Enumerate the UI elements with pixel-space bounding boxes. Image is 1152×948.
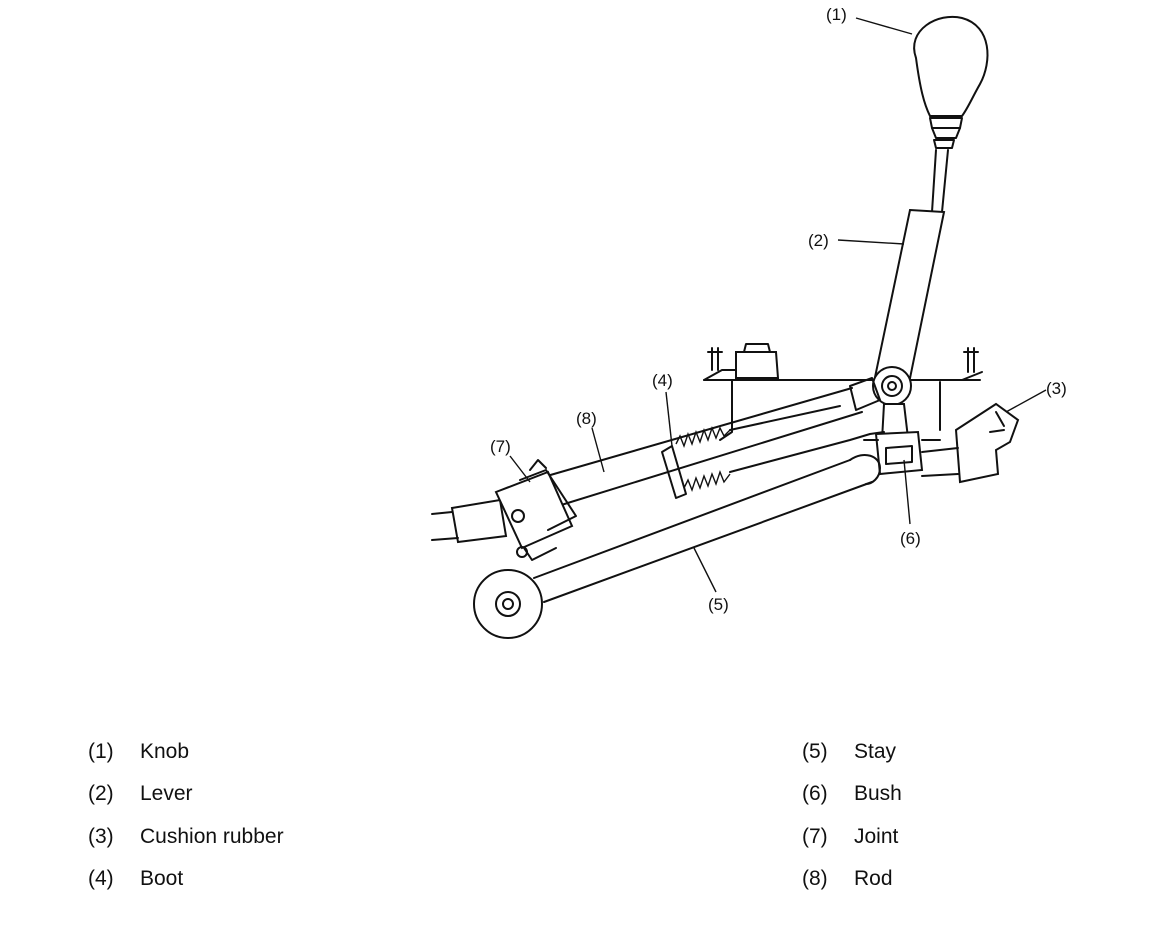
mounting-plate: [703, 343, 983, 441]
legend-item-joint: (7) Joint: [802, 815, 902, 858]
leader-8: [591, 427, 605, 473]
leader-3: [1005, 389, 1047, 413]
callout-6: (6): [900, 529, 921, 548]
legend-label: Joint: [854, 824, 899, 848]
legend-number: (6): [802, 782, 828, 806]
callout-1: (1): [826, 5, 847, 24]
legend-item-knob: (1) Knob: [88, 730, 284, 773]
legend-item-bush: (6) Bush: [802, 773, 902, 816]
callout-3: (3): [1046, 379, 1067, 398]
bush: [863, 430, 941, 476]
legend-label: Bush: [854, 782, 902, 806]
legend-label: Boot: [140, 867, 184, 891]
stay: [473, 453, 881, 639]
boot: [661, 405, 885, 499]
legend-item-stay: (5) Stay: [802, 730, 902, 773]
legend-number: (7): [802, 824, 828, 848]
pivot-ball: [849, 366, 912, 442]
callout-5: (5): [708, 595, 729, 614]
callout-4: (4): [652, 371, 673, 390]
legend-number: (2): [88, 782, 114, 806]
legend-right-column: (5) Stay (6) Bush (7) Joint (8) Rod: [802, 730, 902, 900]
legend-item-rod: (8) Rod: [802, 858, 902, 901]
knob: [913, 15, 989, 149]
callout-8: (8): [576, 409, 597, 428]
legend-label: Knob: [140, 739, 190, 763]
legend-left-column: (1) Knob (2) Lever (3) Cushion rubber (4…: [88, 730, 284, 900]
legend-number: (8): [802, 867, 828, 891]
rod: [539, 387, 863, 507]
legend-label: Cushion rubber: [140, 824, 284, 848]
leader-6: [903, 459, 911, 525]
leader-2: [837, 239, 905, 245]
cushion-rubber: [921, 402, 1020, 484]
joint: [431, 459, 577, 561]
legend-item-lever: (2) Lever: [88, 773, 284, 816]
leader-4: [665, 391, 673, 447]
legend-number: (1): [88, 739, 114, 763]
leader-lines: [509, 17, 1047, 593]
leader-5: [693, 547, 717, 593]
legend-label: Stay: [854, 739, 897, 763]
callout-2: (2): [808, 231, 829, 250]
leader-1: [855, 17, 913, 35]
legend-number: (5): [802, 739, 828, 763]
legend-item-cushion-rubber: (3) Cushion rubber: [88, 815, 284, 858]
legend-label: Rod: [854, 867, 893, 891]
legend-number: (3): [88, 824, 114, 848]
callout-7: (7): [490, 437, 511, 456]
lever: [872, 149, 949, 390]
legend-item-boot: (4) Boot: [88, 858, 284, 901]
legend-number: (4): [88, 867, 114, 891]
leader-7: [509, 455, 531, 483]
shift-lever-assembly-diagram: (1) (2) (3) (4) (5) (6) (7) (8): [431, 5, 1067, 639]
legend-label: Lever: [140, 782, 193, 806]
